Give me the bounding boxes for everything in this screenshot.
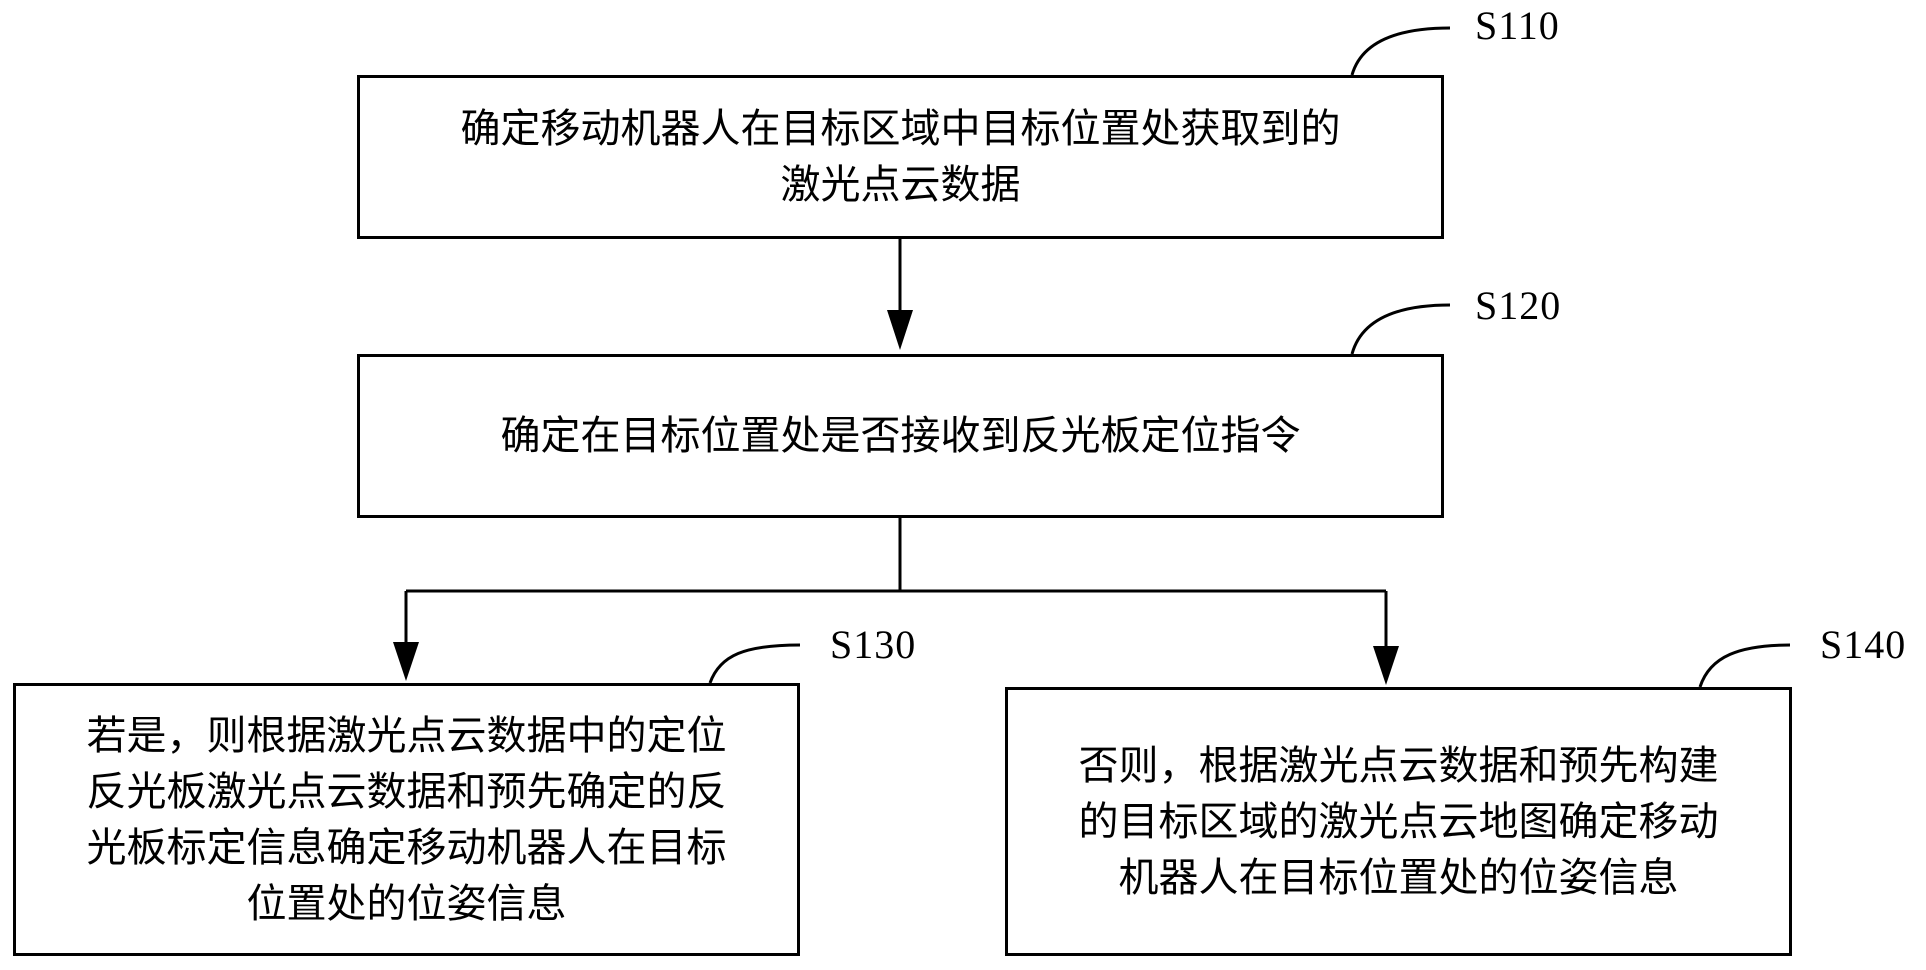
step-text-s120: 确定在目标位置处是否接收到反光板定位指令 [501, 408, 1301, 464]
step-label-s140: S140 [1820, 622, 1907, 667]
arrow-to-s130 [393, 591, 419, 681]
step-box-s120: 确定在目标位置处是否接收到反光板定位指令 [357, 354, 1444, 518]
step-text-line: 机器人在目标位置处的位姿信息 [1118, 854, 1679, 901]
step-text-line: 确定移动机器人在目标区域中目标位置处获取到的 [460, 106, 1341, 152]
leader-curve-s130 [708, 643, 801, 684]
step-box-s140: 否则，根据激光点云数据和预先构建 的目标区域的激光点云地图确定移动 机器人在目标… [1005, 687, 1792, 956]
step-label-s120: S120 [1475, 283, 1562, 328]
step-label-s110: S110 [1475, 3, 1560, 48]
step-label-s130: S130 [830, 622, 917, 667]
step-text-s140: 否则，根据激光点云数据和预先构建 的目标区域的激光点云地图确定移动 机器人在目标… [1079, 738, 1719, 906]
arrow-to-s140 [1373, 591, 1399, 685]
step-text-line: 反光板激光点云数据和预先确定的反 [86, 768, 727, 815]
step-box-s130: 若是，则根据激光点云数据中的定位 反光板激光点云数据和预先确定的反 光板标定信息… [13, 683, 800, 956]
step-text-s110: 确定移动机器人在目标区域中目标位置处获取到的 激光点云数据 [461, 101, 1341, 213]
step-text-line: 若是，则根据激光点云数据中的定位 [86, 712, 727, 759]
step-text-line: 确定在目标位置处是否接收到反光板定位指令 [500, 413, 1301, 459]
arrow-s110-to-s120 [887, 239, 913, 350]
step-text-line: 激光点云数据 [780, 162, 1021, 208]
leader-curve-s110 [1350, 26, 1451, 76]
step-text-line: 光板标定信息确定移动机器人在目标 [86, 824, 727, 871]
leader-curve-s120 [1350, 303, 1451, 355]
step-text-line: 否则，根据激光点云数据和预先构建 [1078, 742, 1719, 789]
arrow-s120-split [406, 518, 1386, 593]
leader-curve-s140 [1698, 643, 1791, 688]
step-text-line: 位置处的位姿信息 [246, 880, 567, 927]
step-box-s110: 确定移动机器人在目标区域中目标位置处获取到的 激光点云数据 [357, 75, 1444, 239]
step-text-s130: 若是，则根据激光点云数据中的定位 反光板激光点云数据和预先确定的反 光板标定信息… [87, 708, 727, 932]
step-text-line: 的目标区域的激光点云地图确定移动 [1078, 798, 1719, 845]
